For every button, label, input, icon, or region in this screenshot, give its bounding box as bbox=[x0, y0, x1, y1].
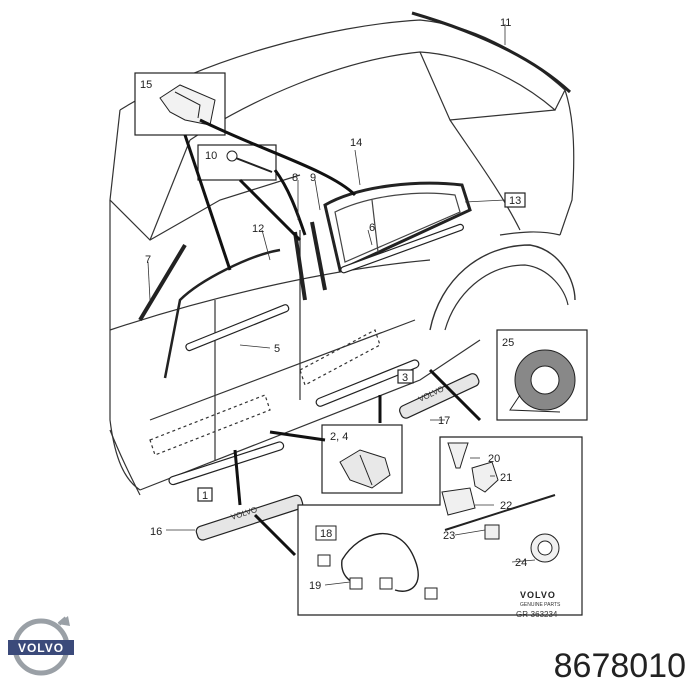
box-10 bbox=[197, 144, 277, 181]
part-number: 8678010 bbox=[553, 647, 686, 685]
car-body-outline bbox=[109, 19, 576, 496]
label-11: 11 bbox=[500, 17, 511, 29]
fastener-group bbox=[441, 442, 560, 563]
pillar-trim-7 bbox=[138, 243, 187, 322]
tie-head-23 bbox=[484, 524, 500, 540]
volvo-logo: VOLVO bbox=[8, 616, 74, 676]
label-14: 14 bbox=[350, 137, 362, 149]
label-6: 6 bbox=[369, 222, 375, 234]
belt-moulding-5 bbox=[185, 304, 290, 352]
label-18: 18 bbox=[320, 528, 332, 540]
label-15: 15 bbox=[140, 79, 152, 91]
belt-moulding-6 bbox=[340, 223, 464, 274]
figure-reference: GR-363234 bbox=[516, 610, 558, 619]
leader-arrows bbox=[183, 118, 482, 557]
rivet-10 bbox=[226, 150, 273, 173]
label-22: 22 bbox=[500, 500, 512, 512]
connectors-19 bbox=[317, 554, 438, 600]
roof-moulding-11 bbox=[411, 11, 572, 94]
callout-labels: 11 15 10 14 8 9 13 12 6 7 5 25 3 17 2, 4… bbox=[140, 17, 527, 592]
label-25: 25 bbox=[502, 337, 514, 349]
label-8: 8 bbox=[292, 172, 298, 184]
label-16: 16 bbox=[150, 526, 162, 538]
label-20: 20 bbox=[488, 453, 500, 465]
box-fasteners bbox=[297, 436, 583, 616]
sill-moulding-1 bbox=[168, 441, 285, 486]
logo-text: VOLVO bbox=[18, 641, 64, 655]
tape-roll-25 bbox=[509, 349, 576, 413]
label-17: 17 bbox=[438, 415, 450, 427]
inset-brand-sub: GENUINE PARTS bbox=[520, 602, 561, 608]
label-10: 10 bbox=[205, 150, 217, 162]
label-13: 13 bbox=[509, 195, 521, 207]
label-7: 7 bbox=[145, 254, 151, 266]
fastener-21 bbox=[471, 461, 499, 493]
inset-brand: VOLVO bbox=[520, 590, 556, 600]
cable-tie-23 bbox=[444, 494, 556, 531]
rear-door-window bbox=[334, 192, 461, 263]
label-21: 21 bbox=[500, 472, 512, 484]
label-23: 23 bbox=[443, 530, 455, 542]
label-19: 19 bbox=[309, 580, 321, 592]
label-3: 3 bbox=[402, 372, 408, 384]
label-9: 9 bbox=[310, 172, 316, 184]
fastener-20 bbox=[447, 442, 469, 469]
box-1 bbox=[197, 487, 213, 502]
label-12: 12 bbox=[252, 223, 264, 235]
label-2-4: 2, 4 bbox=[330, 431, 348, 443]
label-24: 24 bbox=[515, 557, 527, 569]
fastener-22 bbox=[441, 487, 476, 516]
clip-2-4 bbox=[339, 449, 391, 489]
thin-leaders bbox=[147, 24, 536, 586]
sill-moulding-3 bbox=[315, 359, 420, 407]
box-18 bbox=[315, 525, 337, 541]
label-5: 5 bbox=[274, 343, 280, 355]
label-1: 1 bbox=[202, 490, 208, 502]
box-3 bbox=[397, 369, 414, 384]
